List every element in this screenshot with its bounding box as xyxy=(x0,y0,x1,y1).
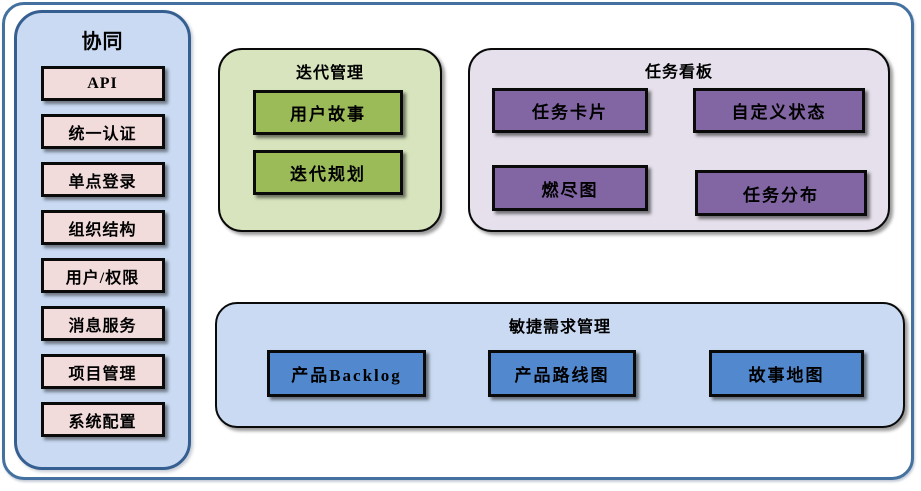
panel-task-board: 任务看板 任务卡片 自定义状态 燃尽图 任务分布 xyxy=(468,48,890,232)
sidebar-title: 协同 xyxy=(81,31,124,53)
panel-iteration-management: 迭代管理 用户故事 迭代规划 xyxy=(218,48,442,232)
feature-story-map: 故事地图 xyxy=(709,350,864,397)
panel-agile-requirements: 敏捷需求管理 产品Backlog 产品路线图 故事地图 xyxy=(215,302,905,428)
feature-burndown-chart: 燃尽图 xyxy=(492,165,648,211)
sidebar-item-user-permissions: 用户/权限 xyxy=(40,258,165,293)
sidebar-items: API 统一认证 单点登录 组织结构 用户/权限 消息服务 项目管理 系统配置 xyxy=(40,66,165,450)
sidebar-item-sso: 单点登录 xyxy=(40,162,165,197)
feature-iteration-planning: 迭代规划 xyxy=(253,150,403,195)
feature-product-roadmap: 产品路线图 xyxy=(488,350,636,397)
panel-agile-title: 敏捷需求管理 xyxy=(508,319,611,336)
sidebar-collaboration: 协同 API 统一认证 单点登录 组织结构 用户/权限 消息服务 项目管理 系统… xyxy=(14,10,191,470)
feature-custom-status: 自定义状态 xyxy=(693,88,865,133)
sidebar-item-api: API xyxy=(40,66,165,101)
feature-task-card: 任务卡片 xyxy=(492,88,648,133)
sidebar-item-system-config: 系统配置 xyxy=(40,402,165,437)
sidebar-item-unified-auth: 统一认证 xyxy=(40,114,165,149)
feature-user-story: 用户故事 xyxy=(253,90,403,135)
sidebar-item-org-structure: 组织结构 xyxy=(40,210,165,245)
sidebar-item-message-service: 消息服务 xyxy=(40,306,165,341)
panel-iteration-title: 迭代管理 xyxy=(295,65,364,82)
sidebar-item-project-management: 项目管理 xyxy=(40,354,165,389)
feature-task-distribution: 任务分布 xyxy=(695,170,867,216)
panel-kanban-title: 任务看板 xyxy=(644,64,713,81)
feature-product-backlog: 产品Backlog xyxy=(267,350,426,397)
